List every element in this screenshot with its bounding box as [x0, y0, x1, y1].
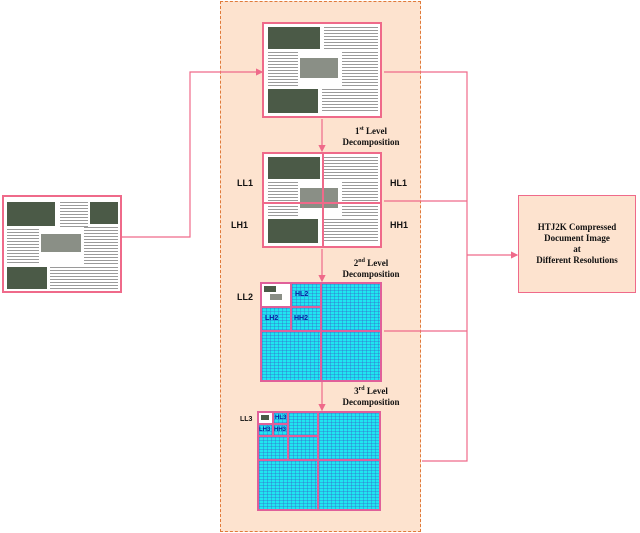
subband-hl3: HL3	[275, 415, 287, 421]
level2-label: 2nd Level Decomposition	[342, 258, 400, 279]
subband-ll2: LL2	[237, 292, 254, 302]
level1-decomposition	[262, 152, 382, 248]
level2-decomposition: HL2 LH2 HH2	[260, 282, 382, 382]
subband-hh2: HH2	[294, 315, 309, 322]
level3-label: 3rd Level Decomposition	[342, 386, 400, 407]
output-line-2: Document Image	[544, 233, 610, 243]
ll3-block	[258, 412, 273, 424]
output-line-3: at	[573, 244, 581, 254]
level1-label: 1st Level Decomposition	[342, 126, 400, 147]
collector-line	[384, 71, 468, 462]
subband-hh1: HH1	[390, 220, 409, 230]
level3-decomposition: HL3 LH3 HH3	[257, 411, 381, 511]
subband-hl2: HL2	[295, 291, 309, 298]
subband-lh1: LH1	[231, 220, 249, 230]
subband-ll3: LL3	[240, 416, 253, 423]
output-line-1: HTJ2K Compressed	[537, 222, 617, 232]
input-document-image	[2, 195, 122, 293]
output-box: HTJ2K Compressed Document Image at Diffe…	[518, 195, 636, 293]
ll2-block	[261, 283, 291, 307]
input-to-panel-line	[122, 68, 264, 238]
original-document-thumbnail	[262, 22, 382, 118]
subband-ll1: LL1	[237, 178, 254, 188]
output-line-4: Different Resolutions	[536, 255, 618, 265]
subband-hl1: HL1	[390, 178, 408, 188]
subband-hh3: HH3	[274, 427, 287, 433]
subband-lh3: LH3	[259, 427, 271, 433]
subband-lh2: LH2	[265, 315, 279, 322]
